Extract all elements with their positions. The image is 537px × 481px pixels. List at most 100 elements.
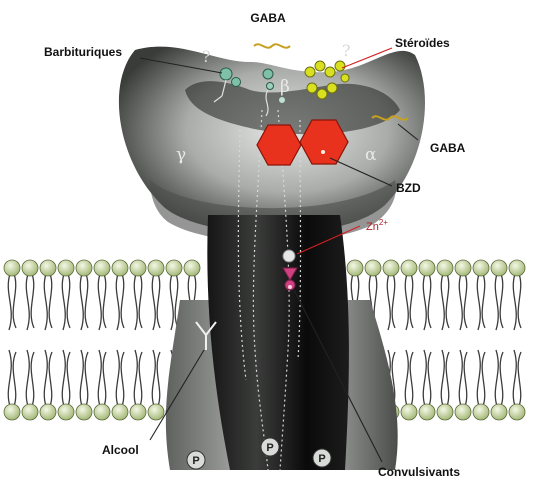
lipid-tail [80, 350, 83, 406]
bzd-label: BZD [396, 181, 421, 195]
lipid-tail [139, 274, 142, 328]
receptor-body [119, 47, 425, 470]
lipid-head [166, 260, 182, 276]
lipid-tail [428, 352, 431, 406]
lipid-tail [67, 274, 70, 328]
lipid-tail [441, 274, 444, 330]
steroides-label: Stéroïdes [395, 36, 450, 50]
lipid-head [148, 404, 164, 420]
gamma-subunit-label: γ [176, 145, 186, 165]
phosphate-site-1: P [187, 451, 205, 469]
lipid-head [94, 260, 110, 276]
barbituriques-label: Barbituriques [44, 45, 122, 59]
lipid-tail [85, 352, 88, 406]
lipid-head [455, 404, 471, 420]
lipid-head [419, 404, 435, 420]
lipid-tail [477, 274, 480, 330]
lipid-head [130, 404, 146, 420]
lipid-tail [26, 274, 29, 330]
lipid-head [419, 260, 435, 276]
gaba-ligand-top-icon [254, 44, 290, 47]
lipid-head [94, 404, 110, 420]
lipid-tail [482, 274, 485, 328]
lipid-tail [387, 274, 390, 330]
lipid-head [40, 404, 56, 420]
lipid-tail [405, 350, 408, 406]
lipid-tail [513, 274, 516, 330]
lipid-tail [44, 274, 47, 330]
lipid-tail [49, 352, 52, 406]
lipid-tail [121, 352, 124, 406]
lipid-tail [44, 350, 47, 406]
lipid-head [76, 404, 92, 420]
lipid-tail [464, 274, 467, 328]
lipid-tail [85, 274, 88, 328]
lipid-head [130, 260, 146, 276]
phosphate-site-2: P [261, 438, 279, 456]
lipid-head [455, 260, 471, 276]
lipid-tail [134, 350, 137, 406]
lipid-tail [446, 274, 449, 328]
bzd-highlight [321, 150, 325, 154]
lipid-tail [49, 274, 52, 328]
lipid-head [347, 260, 363, 276]
beta-subunit-label: β [280, 77, 290, 97]
lipid-tail [410, 274, 413, 328]
lipid-head [76, 260, 92, 276]
lipid-head [473, 404, 489, 420]
lipid-head [383, 260, 399, 276]
lipid-tail [13, 352, 16, 406]
unknown-site-right-icon: ? [342, 41, 351, 60]
lipid-head [437, 260, 453, 276]
phosphate-site-3: P [313, 449, 331, 467]
lipid-head [58, 260, 74, 276]
lipid-head [473, 260, 489, 276]
lipid-tail [157, 352, 160, 406]
lipid-tail [410, 352, 413, 406]
lipid-tail [446, 352, 449, 406]
lipid-head [148, 260, 164, 276]
lipid-tail [482, 352, 485, 406]
lipid-tail [459, 274, 462, 330]
phosphate-icon: P [192, 455, 199, 467]
lipid-tail [31, 352, 34, 406]
lipid-head [437, 404, 453, 420]
lipid-head [40, 260, 56, 276]
lipid-tail [495, 350, 498, 406]
lipid-head [4, 404, 20, 420]
lipid-tail [116, 274, 119, 330]
lipid-head [491, 260, 507, 276]
lipid-tail [500, 352, 503, 406]
lipid-tail [8, 274, 11, 330]
lipid-tail [464, 352, 467, 406]
lipid-tail [477, 350, 480, 406]
lipid-head [491, 404, 507, 420]
convulsivants-label: Convulsivants [378, 465, 460, 479]
alcool-label: Alcool [102, 443, 139, 457]
unknown-site-left-icon: ? [202, 47, 211, 66]
lipid-tail [513, 350, 516, 406]
lipid-tail [459, 350, 462, 406]
lipid-tail [500, 274, 503, 328]
zinc-label: Zn2+ [366, 218, 388, 233]
lipid-tail [495, 274, 498, 330]
lipid-head [509, 404, 525, 420]
phosphate-icon: P [318, 453, 325, 465]
lipid-tail [8, 350, 11, 406]
lipid-tail [518, 274, 521, 328]
lipid-head [184, 260, 200, 276]
lipid-tail [121, 274, 124, 328]
lipid-tail [13, 274, 16, 328]
lipid-head [509, 260, 525, 276]
zinc-ion-icon [283, 250, 295, 262]
lipid-tail [428, 274, 431, 328]
lipid-head [22, 260, 38, 276]
lipid-tail [518, 352, 521, 406]
lipid-tail [139, 352, 142, 406]
lipid-head [112, 260, 128, 276]
lipid-tail [103, 352, 106, 406]
lipid-tail [152, 274, 155, 330]
lipid-tail [405, 274, 408, 330]
